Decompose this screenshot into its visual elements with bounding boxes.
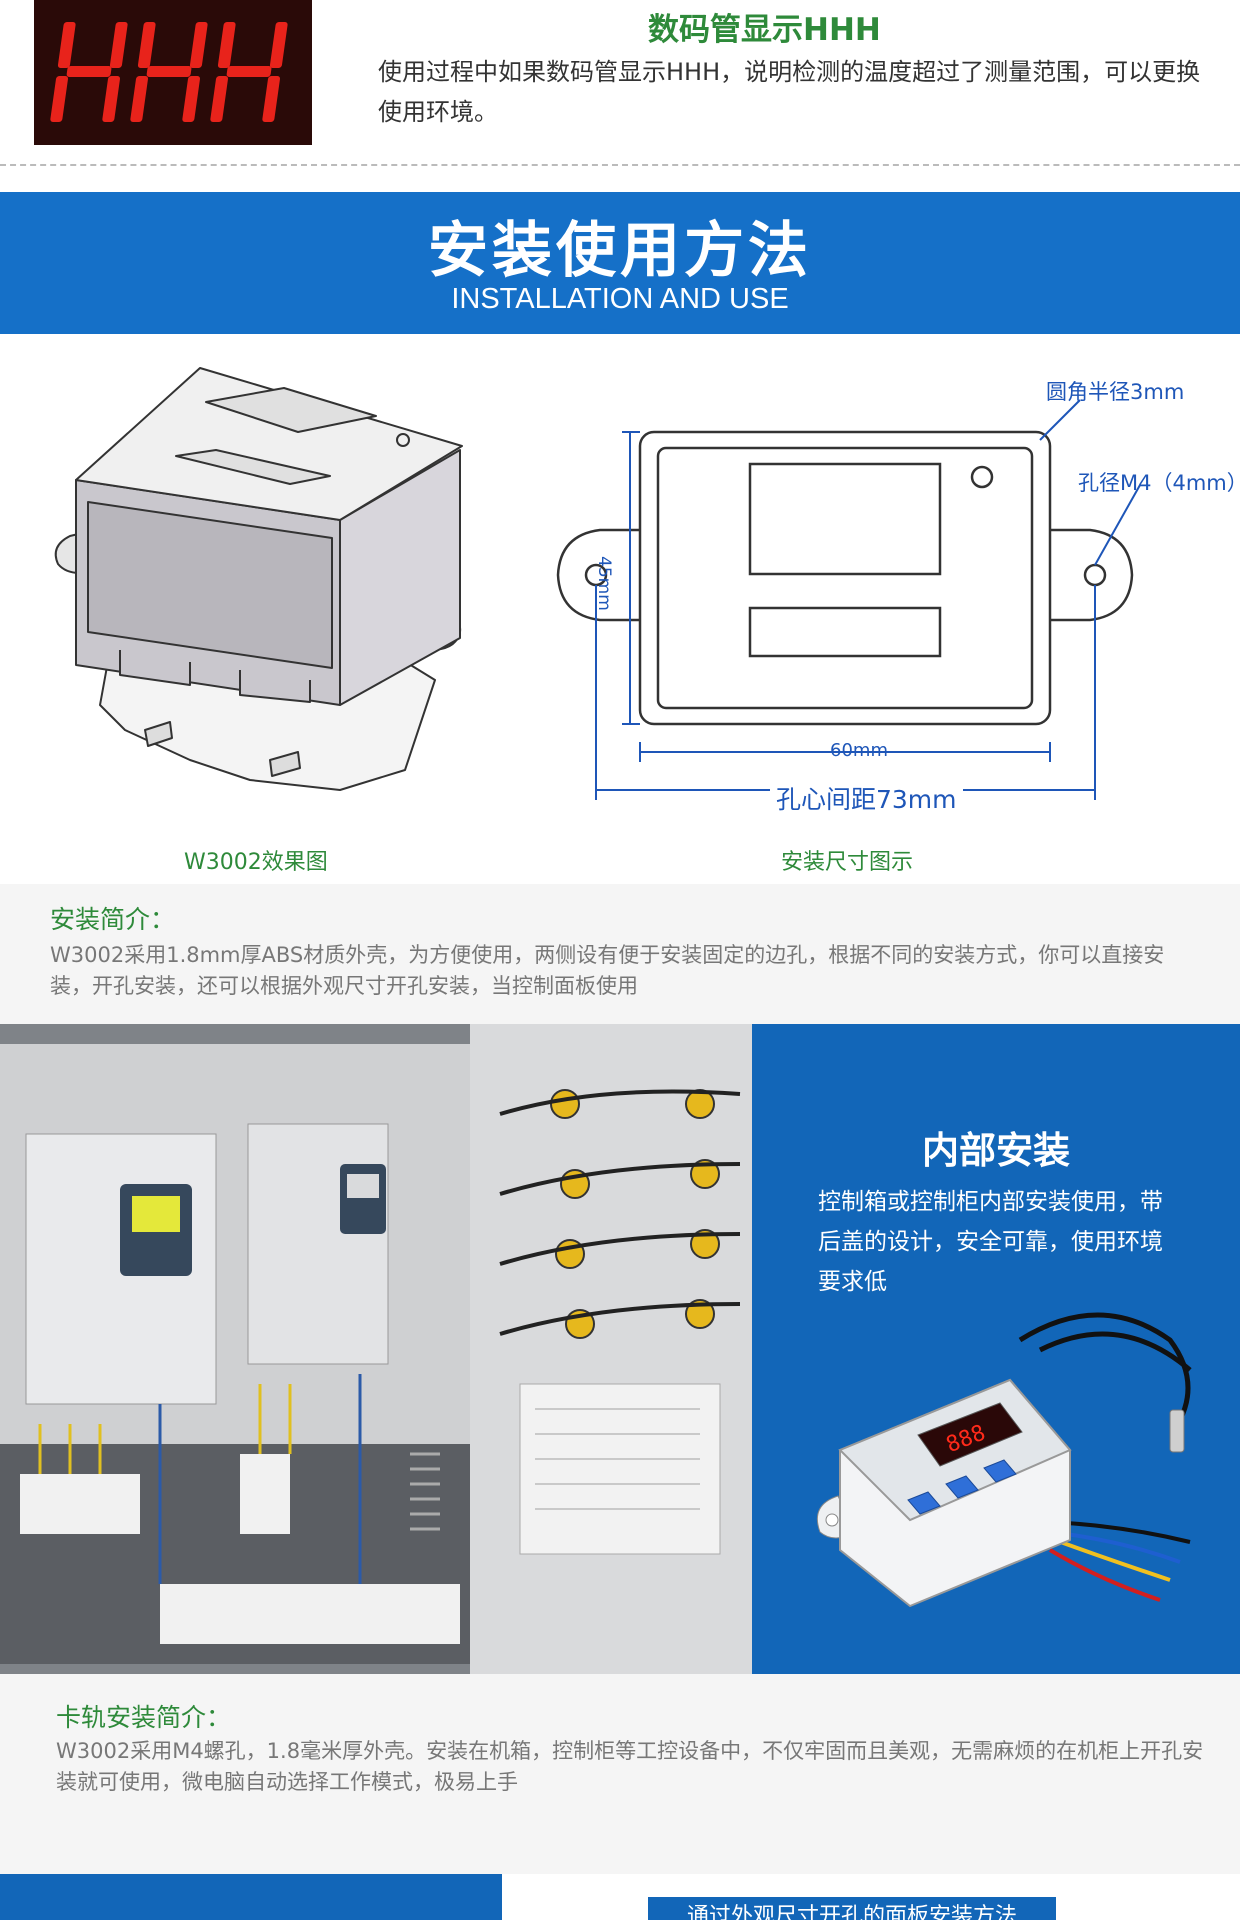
banner-subtitle: INSTALLATION AND USE [451, 283, 789, 315]
intro-title: 安装简介： [50, 905, 176, 934]
caption-3d-drawing: W3002效果图 [184, 850, 328, 875]
device-3d-drawing [54, 367, 463, 791]
bottom-blue-block [0, 1874, 502, 1920]
dimension-drawing [556, 399, 1141, 800]
intro-section [0, 884, 1240, 1024]
panel-install-tab: 通过外观尺寸开孔的面板安装方法 [648, 1897, 1056, 1920]
rail-install-section [0, 1674, 1240, 1874]
rail-install-title: 卡轨安装简介： [56, 1703, 232, 1732]
corner-radius-label: 圆角半径3mm [1046, 380, 1185, 404]
thermostat-controller-illustration: 888 [816, 1312, 1192, 1608]
width-dimension-label: 60mm [830, 740, 888, 761]
inner-install-text: 控制箱或控制柜内部安装使用，带后盖的设计，安全可靠，使用环境要求低 [818, 1189, 1163, 1295]
intro-text: W3002采用1.8mm厚ABS材质外壳，为方便使用，两侧设有便于安装固定的边孔… [50, 943, 1165, 998]
hole-spacing-label: 孔心间距73mm [770, 780, 963, 816]
installation-banner [0, 192, 1240, 334]
hhh-description: 使用过程中如果数码管显示HHH，说明检测的温度超过了测量范围，可以更换使用环境。 [378, 58, 1201, 126]
control-cabinet-photo [0, 1024, 752, 1674]
hhh-led-display [34, 0, 312, 145]
hole-diameter-label: 孔径M4（4mm） [1078, 471, 1240, 495]
panel-install-tab-label: 通过外观尺寸开孔的面板安装方法 [686, 1904, 1017, 1920]
banner-title: 安装使用方法 [428, 216, 812, 286]
inner-install-title: 内部安装 [922, 1129, 1070, 1172]
height-dimension-label: 45mm [594, 556, 614, 611]
caption-dimension-drawing: 安装尺寸图示 [781, 850, 914, 875]
section-divider [0, 164, 1240, 166]
hhh-section-title: 数码管显示HHH [648, 12, 881, 48]
seven-segment-hhh-icon [50, 22, 288, 122]
control-cabinet-illustration [0, 1024, 752, 1674]
rail-install-text: W3002采用M4螺孔，1.8毫米厚外壳。安装在机箱，控制柜等工控设备中，不仅牢… [56, 1739, 1204, 1794]
